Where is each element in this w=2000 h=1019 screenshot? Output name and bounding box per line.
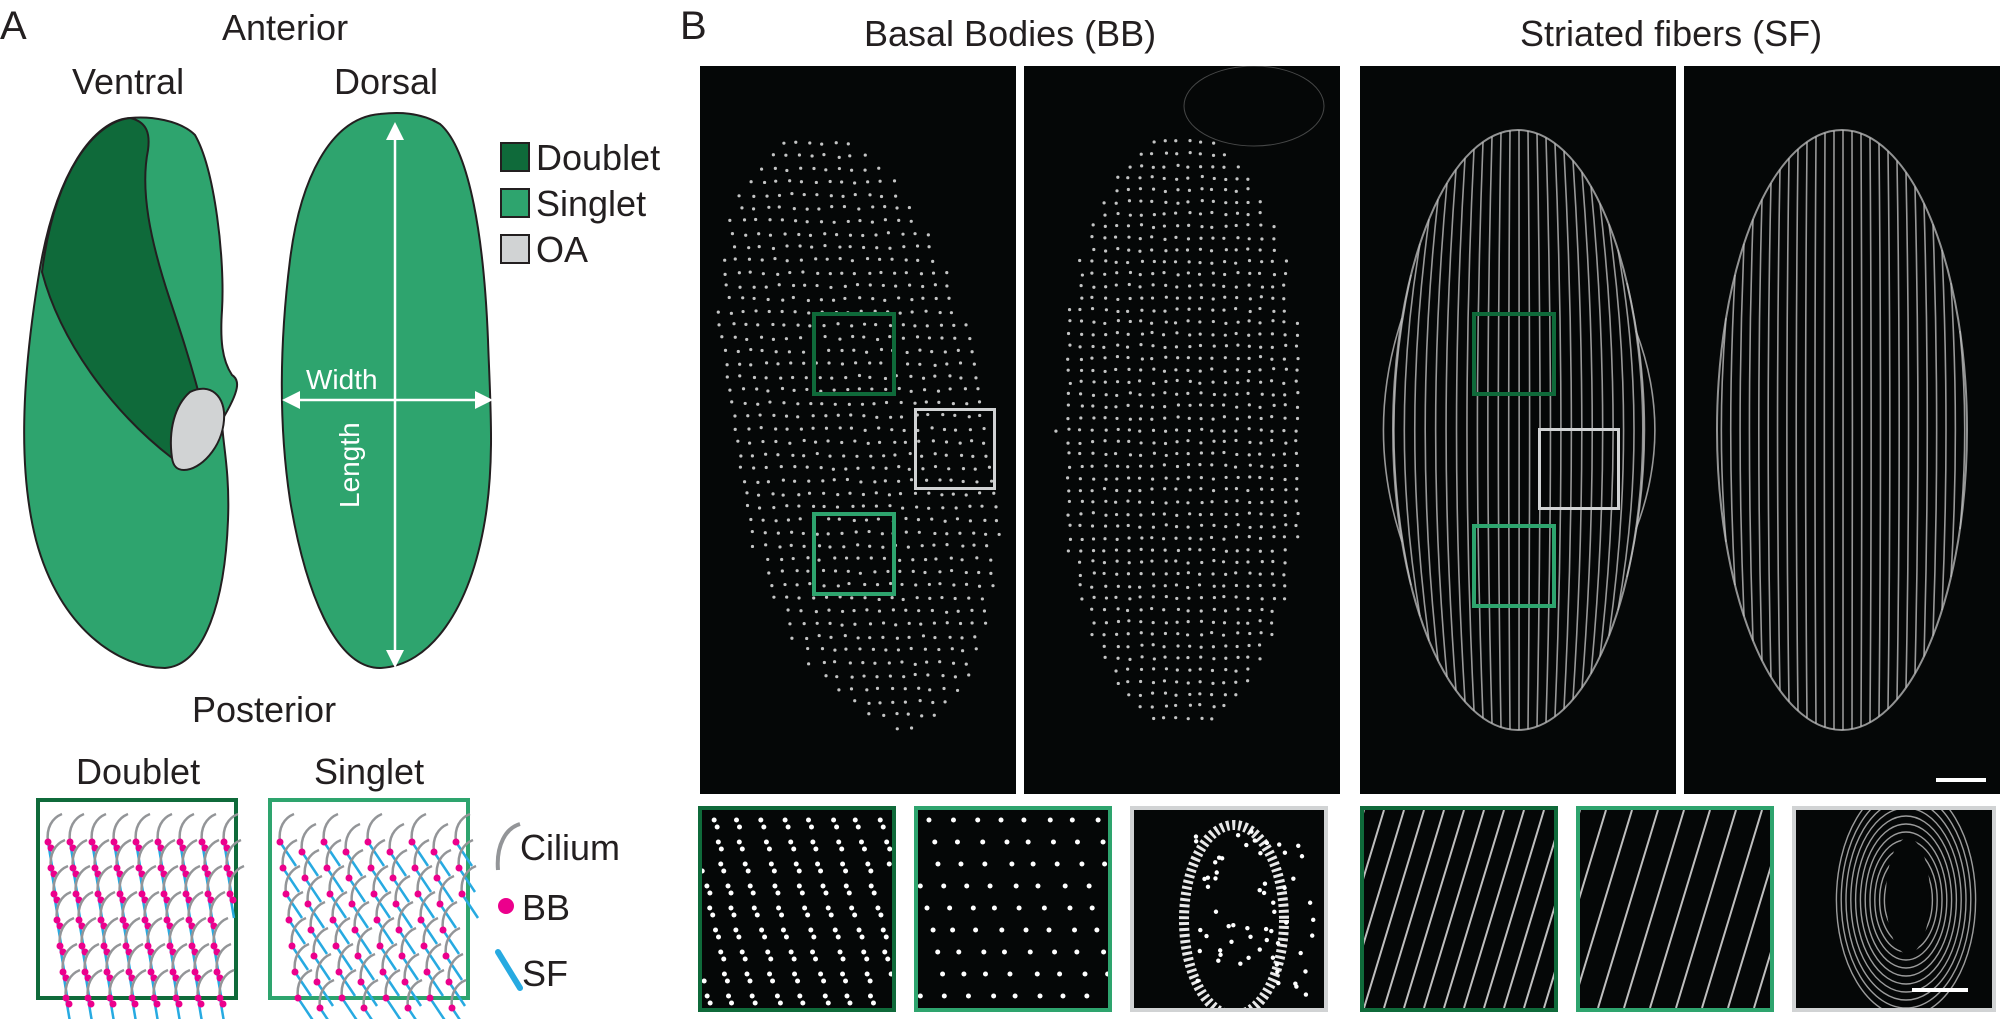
panel-b-letter: B	[680, 4, 707, 48]
sf-singlet-inset	[1576, 806, 1774, 1012]
cell-texture	[1716, 129, 1968, 731]
legend-oa-swatch	[500, 234, 530, 264]
bb-dot-icon	[498, 898, 514, 914]
cell-texture	[1054, 138, 1300, 721]
bb-doublet-region-box	[812, 312, 896, 396]
ventral-label: Ventral	[72, 61, 185, 102]
doublet-schematic-title: Doublet	[76, 751, 201, 792]
schematic-legend-icons	[495, 822, 523, 991]
dorsal-cell-diagram	[280, 112, 493, 670]
legend-singlet-label: Singlet	[536, 183, 647, 224]
legend-sf-label: SF	[522, 953, 569, 994]
singlet-units	[276, 812, 480, 1019]
sf-dorsal-micrograph	[1684, 66, 2000, 794]
length-arrow-bottom	[386, 650, 404, 668]
inset-texture	[1580, 810, 1770, 1008]
sf-line-icon	[495, 949, 523, 991]
sf-panel-title: Striated fibers (SF)	[1520, 13, 1823, 54]
panel-a-letter: A	[0, 4, 27, 48]
legend-doublet-label: Doublet	[536, 137, 661, 178]
width-arrow-left	[282, 391, 300, 409]
bb-singlet-inset	[914, 806, 1112, 1012]
inset-texture	[1835, 810, 1977, 1008]
bb-panel-title: Basal Bodies (BB)	[864, 13, 1157, 54]
sf-oa-inset	[1792, 806, 1996, 1012]
inset-texture	[702, 817, 892, 1006]
inset-texture	[1364, 810, 1554, 1008]
doublet-units	[44, 812, 245, 1019]
width-label: Width	[306, 364, 378, 395]
doublet-schematic	[36, 798, 245, 1019]
dorsal-body	[280, 112, 493, 670]
posterior-label: Posterior	[192, 689, 337, 730]
bb-dorsal-image	[1054, 66, 1325, 721]
scale-bar-large	[1936, 778, 1986, 782]
sf-doublet-region-box	[1472, 312, 1556, 396]
legend-cilium-label: Cilium	[520, 827, 621, 868]
bb-ventral-image	[716, 140, 1001, 731]
sf-doublet-inset	[1360, 806, 1558, 1012]
scale-bar-inset	[1912, 988, 1968, 992]
bb-ventral-micrograph	[700, 66, 1016, 794]
bb-dorsal-micrograph	[1024, 66, 1340, 794]
sf-dorsal-image	[1716, 129, 1968, 731]
legend-bb-label: BB	[522, 887, 571, 928]
bb-oa-inset	[1130, 806, 1328, 1012]
sf-ventral-image	[1382, 129, 1656, 731]
bb-singlet-region-box	[812, 512, 896, 596]
dorsal-label: Dorsal	[334, 61, 439, 102]
sf-oa-region-box	[1538, 428, 1620, 510]
ventral-oral-apparatus	[169, 387, 226, 472]
sf-ventral-micrograph	[1360, 66, 1676, 794]
singlet-schematic	[268, 798, 480, 1019]
width-arrow-right	[475, 391, 493, 409]
singlet-schematic-title: Singlet	[314, 751, 425, 792]
ventral-cell-diagram	[23, 116, 239, 670]
legend-doublet-swatch	[500, 142, 530, 172]
cilium-icon	[495, 822, 521, 871]
inset-texture	[1179, 820, 1316, 1008]
bb-doublet-inset	[698, 806, 896, 1012]
sf-singlet-region-box	[1472, 524, 1556, 608]
bb-oa-region-box	[914, 408, 996, 490]
length-arrow-top	[386, 122, 404, 140]
cell-texture	[716, 140, 1001, 731]
legend-singlet-swatch	[500, 188, 530, 218]
length-label: Length	[334, 422, 365, 508]
inset-texture	[918, 817, 1108, 999]
anterior-label: Anterior	[222, 7, 349, 48]
legend-oa-label: OA	[536, 229, 589, 270]
